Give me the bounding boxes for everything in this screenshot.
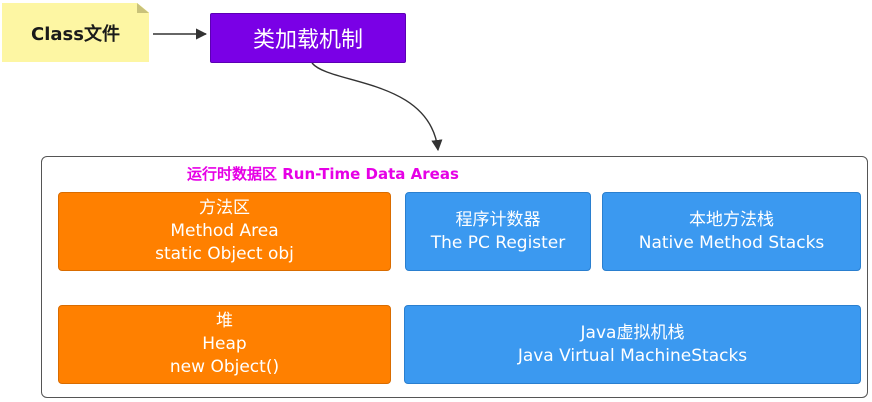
java-stacks-cn: Java虚拟机栈 <box>580 322 685 343</box>
method-area-box: 方法区 Method Area static Object obj <box>58 192 391 271</box>
method-area-example: static Object obj <box>155 244 294 264</box>
method-area-en: Method Area <box>170 221 279 241</box>
native-stacks-en: Native Method Stacks <box>638 232 825 253</box>
java-stacks-en: Java Virtual MachineStacks <box>517 345 748 366</box>
native-method-stacks-box: 本地方法栈 Native Method Stacks <box>602 192 861 271</box>
native-stacks-cn: 本地方法栈 <box>689 209 774 230</box>
class-loader-box: 类加载机制 <box>210 13 406 63</box>
pc-register-box: 程序计数器 The PC Register <box>405 192 591 271</box>
pc-register-en: The PC Register <box>430 232 566 253</box>
java-vm-stacks-box: Java虚拟机栈 Java Virtual MachineStacks <box>404 305 861 384</box>
heap-cn: 堆 <box>216 311 233 331</box>
class-file-label: Class文件 <box>31 23 120 45</box>
heap-en: Heap <box>202 334 247 354</box>
class-loader-label: 类加载机制 <box>252 28 363 53</box>
method-area-cn: 方法区 <box>199 198 250 218</box>
note-fold <box>137 3 149 13</box>
heap-box: 堆 Heap new Object() <box>58 305 391 384</box>
arrow-loader-to-runtime <box>311 62 443 152</box>
class-file-note: Class文件 <box>2 3 149 62</box>
heap-example: new Object() <box>169 357 280 377</box>
pc-register-cn: 程序计数器 <box>455 209 541 230</box>
runtime-data-areas-title: 运行时数据区 Run-Time Data Areas <box>187 165 459 183</box>
